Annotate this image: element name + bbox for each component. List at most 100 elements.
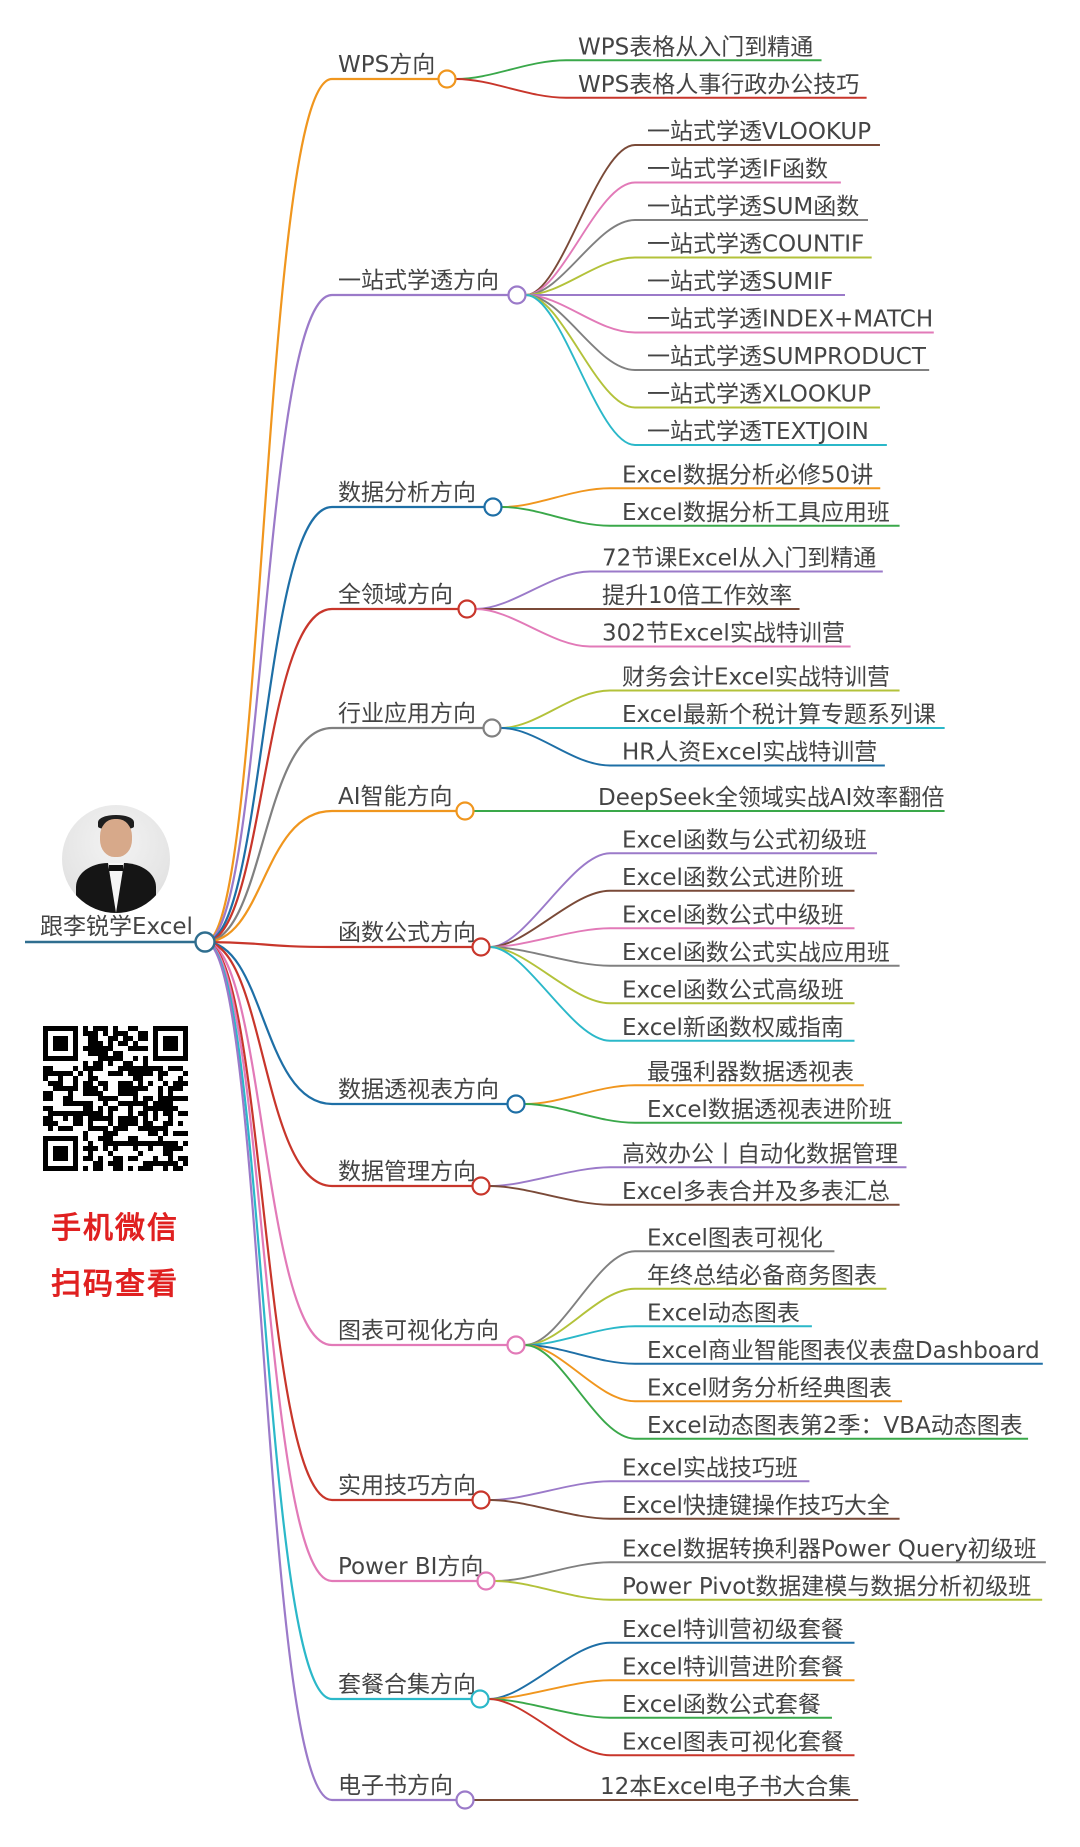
leaf-connector [525,144,636,296]
category-label: AI智能方向 [338,784,453,810]
course-item[interactable]: Excel多表合并及多表汇总 [622,1179,890,1205]
category-node-9[interactable] [506,1335,526,1355]
scan-hint-line2: 扫码查看 [51,1267,179,1302]
category-node-2[interactable] [483,497,503,517]
course-item[interactable]: Excel函数与公式初级班 [622,827,867,853]
branch-connector-2 [204,505,333,944]
category-node-6[interactable] [471,937,491,957]
leaf-connector [524,1287,636,1346]
branch-connector-4 [204,726,333,944]
course-item[interactable]: 72节课Excel从入门到精通 [602,546,876,572]
course-item[interactable]: 一站式学透VLOOKUP [647,119,871,145]
course-item[interactable]: Excel函数公式高级班 [622,977,844,1003]
leaf-connector [455,78,567,99]
branch-connector-13 [204,940,333,1802]
course-item[interactable]: DeepSeek全领域实战AI效率翻倍 [598,785,944,811]
leaf-connector [489,1166,611,1187]
qr-code[interactable] [43,1026,188,1171]
leaf-connector [488,1641,611,1700]
leaf-connector [525,219,636,296]
course-item[interactable]: Excel图表可视化 [647,1225,823,1251]
category-label: Power BI方向 [338,1554,483,1580]
branch-connector-9 [204,940,333,1347]
leaf-connector [525,294,636,446]
leaf-connector [500,689,611,729]
course-item[interactable]: Excel实战技巧班 [622,1455,798,1481]
course-item[interactable]: 最强利器数据透视表 [647,1059,854,1085]
course-item[interactable]: 一站式学透XLOOKUP [647,382,871,408]
leaf-connector [524,1250,636,1346]
root-node[interactable] [194,931,216,953]
course-item[interactable]: 12本Excel电子书大合集 [600,1774,851,1800]
leaf-connector [494,1580,611,1601]
category-label: 一站式学透方向 [338,268,499,294]
category-node-0[interactable] [437,69,457,89]
course-item[interactable]: 一站式学透COUNTIF [647,232,864,258]
branch-connector-3 [204,607,333,944]
branch-connector-6 [204,940,333,949]
category-node-8[interactable] [471,1176,491,1196]
course-item[interactable]: 一站式学透INDEX+MATCH [647,307,933,333]
course-item[interactable]: Excel数据透视表进阶班 [647,1097,892,1123]
root-label: 跟李锐学Excel [40,914,193,940]
category-node-5[interactable] [455,801,475,821]
course-item[interactable]: Excel函数公式套餐 [622,1692,821,1718]
scan-hint-line1: 手机微信 [51,1211,179,1246]
category-node-1[interactable] [507,285,527,305]
course-item[interactable]: 一站式学透SUM函数 [647,194,859,220]
leaf-connector [489,946,611,1042]
category-node-12[interactable] [470,1689,490,1709]
course-item[interactable]: Excel新函数权威指南 [622,1015,844,1041]
leaf-connector [524,1344,636,1365]
course-item[interactable]: Excel特训营进阶套餐 [622,1654,844,1680]
course-item[interactable]: 一站式学透SUMPRODUCT [647,344,927,370]
course-item[interactable]: 302节Excel实战特训营 [602,621,845,647]
course-item[interactable]: 高效办公丨自动化数据管理 [622,1141,898,1167]
course-item[interactable]: 一站式学透SUMIF [647,269,833,295]
course-item[interactable]: Excel快捷键操作技巧大全 [622,1493,890,1519]
course-item[interactable]: Excel函数公式实战应用班 [622,940,890,966]
course-item[interactable]: Excel函数公式中级班 [622,902,844,928]
branch-connector-12 [204,940,333,1701]
course-item[interactable]: 提升10倍工作效率 [602,583,792,609]
leaf-connector [475,608,591,648]
course-item[interactable]: Excel图表可视化套餐 [622,1729,844,1755]
category-node-13[interactable] [455,1790,475,1810]
category-label: 数据透视表方向 [338,1077,499,1103]
course-item[interactable]: 财务会计Excel实战特训营 [622,665,890,691]
course-item[interactable]: Excel财务分析经典图表 [647,1375,892,1401]
category-node-10[interactable] [471,1490,491,1510]
category-node-4[interactable] [482,718,502,738]
course-item[interactable]: Excel数据转换利器Power Query初级班 [622,1536,1037,1562]
branch-connector-10 [204,940,333,1502]
course-item[interactable]: Excel动态图表第2季：VBA动态图表 [647,1413,1023,1439]
course-item[interactable]: Power Pivot数据建模与数据分析初级班 [622,1574,1031,1600]
course-item[interactable]: Excel动态图表 [647,1300,800,1326]
course-item[interactable]: Excel数据分析工具应用班 [622,500,890,526]
course-item[interactable]: Excel数据分析必修50讲 [622,462,873,488]
leaf-connector [489,1185,611,1206]
course-item[interactable]: Excel最新个税计算专题系列课 [622,702,936,728]
leaf-connector [524,1084,636,1105]
course-item[interactable]: Excel函数公式进阶班 [622,865,844,891]
category-node-11[interactable] [476,1571,496,1591]
leaf-connector [489,889,611,948]
category-node-7[interactable] [506,1094,526,1114]
course-item[interactable]: HR人资Excel实战特训营 [622,740,877,766]
leaf-connector [524,1325,636,1346]
leaf-connector [489,1499,611,1520]
leaf-connector [488,1698,611,1719]
category-label: 套餐合集方向 [338,1672,476,1698]
leaf-connector [524,1344,636,1403]
course-item[interactable]: 一站式学透TEXTJOIN [647,419,869,445]
course-item[interactable]: Excel特训营初级套餐 [622,1617,844,1643]
course-item[interactable]: WPS表格从入门到精通 [578,34,813,60]
course-item[interactable]: 年终总结必备商务图表 [647,1263,877,1289]
leaf-connector [494,1561,611,1582]
course-item[interactable]: Excel商业智能图表仪表盘Dashboard [647,1338,1040,1364]
category-node-3[interactable] [457,599,477,619]
course-item[interactable]: 一站式学透IF函数 [647,157,828,183]
course-item[interactable]: WPS表格人事行政办公技巧 [578,72,859,98]
leaf-connector [525,181,636,296]
